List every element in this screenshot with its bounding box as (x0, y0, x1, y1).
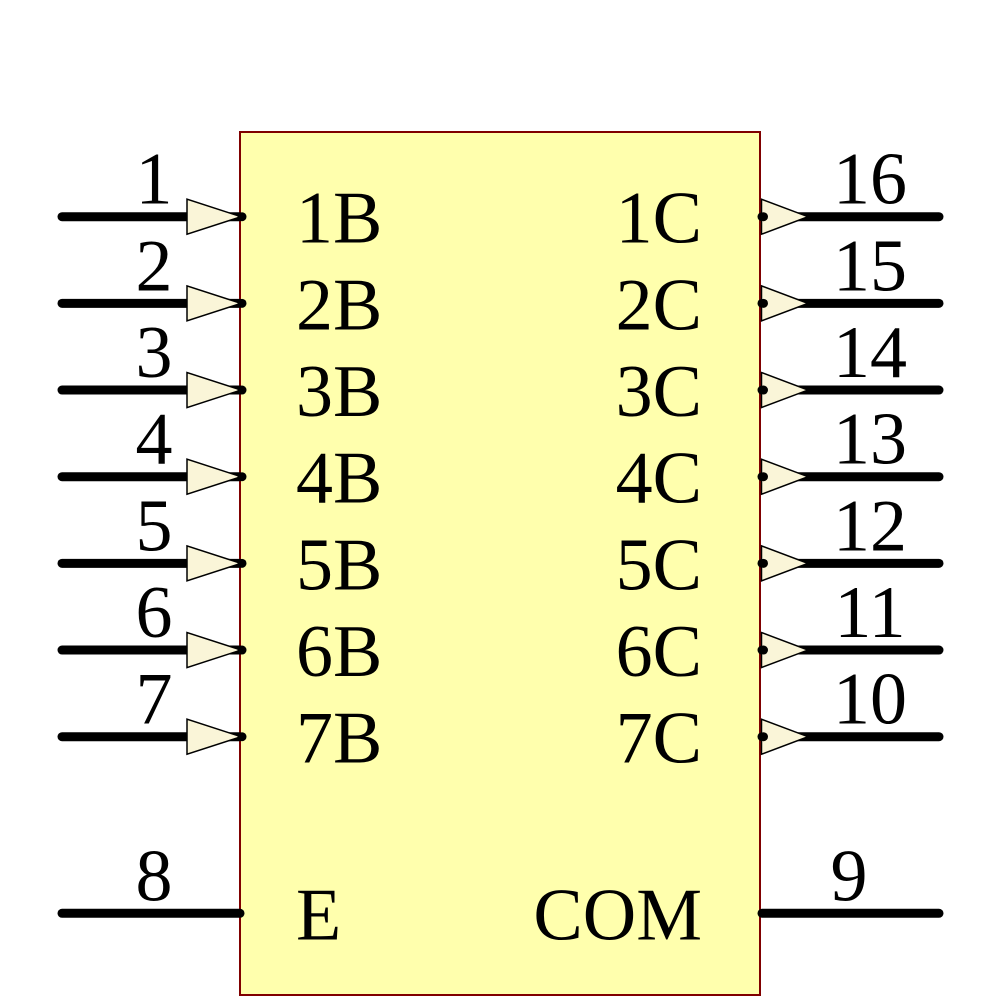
input-arrow-icon (186, 371, 244, 409)
pin-endpoint-dot (759, 385, 768, 395)
pin-endpoint-dot (759, 558, 768, 568)
pin-label: 6C (616, 611, 702, 693)
pin-label: 7C (616, 698, 702, 780)
pin-endpoint-dot (759, 212, 768, 222)
pin-label: 1B (296, 178, 382, 260)
pin-number: 10 (833, 659, 907, 741)
pin-endpoint-dot (237, 558, 247, 568)
pin-number: 7 (136, 659, 173, 741)
component-body[interactable] (239, 131, 761, 996)
pin-number: 6 (136, 572, 173, 654)
right-pin-16[interactable]: 16 1C (616, 139, 944, 260)
pin-endpoint-dot (237, 645, 247, 655)
pin-endpoint-dot (237, 385, 247, 395)
pin-label: 5B (296, 524, 382, 606)
pin-label: 2C (616, 264, 702, 346)
pin-number: 2 (136, 225, 173, 307)
pin-label: 7B (296, 698, 382, 780)
pin-number: 3 (136, 312, 173, 394)
output-arrow-icon (760, 284, 811, 322)
input-arrow-icon (186, 284, 244, 322)
pin-label: 3C (616, 351, 702, 433)
pin-endpoint-dot (237, 298, 247, 308)
pin-number: 9 (831, 835, 868, 917)
pin-label: 1C (616, 178, 702, 260)
right-pin-11[interactable]: 11 6C (616, 572, 944, 693)
pin-number: 11 (834, 572, 905, 654)
pin-number: 8 (136, 835, 173, 917)
left-pin-3[interactable]: 3 3B (57, 312, 382, 433)
output-arrow-icon (760, 718, 811, 756)
right-pin-13[interactable]: 13 4C (616, 399, 944, 520)
left-pin-4[interactable]: 4 4B (57, 399, 382, 520)
output-arrow-icon (760, 458, 811, 496)
pin-endpoint-dot (759, 732, 768, 742)
left-pin-2[interactable]: 2 2B (57, 225, 382, 346)
pin-number: 4 (136, 399, 173, 481)
output-arrow-icon (760, 198, 811, 236)
pin-label: 3B (296, 351, 382, 433)
pin-endpoint-dot (237, 472, 247, 482)
right-pin-9[interactable]: 9 COM (533, 835, 944, 956)
input-arrow-icon (186, 718, 244, 756)
left-pin-1[interactable]: 1 1B (57, 139, 382, 260)
pin-label: 6B (296, 611, 382, 693)
pin-endpoint-dot (237, 212, 247, 222)
output-arrow-icon (760, 631, 811, 669)
right-pin-14[interactable]: 14 3C (616, 312, 944, 433)
left-pin-6[interactable]: 6 6B (57, 572, 382, 693)
input-arrow-icon (186, 198, 244, 236)
output-arrow-icon (760, 371, 811, 409)
pin-endpoint-dot (759, 298, 768, 308)
input-arrow-icon (186, 458, 244, 496)
pin-number: 16 (833, 139, 907, 221)
right-pin-15[interactable]: 15 2C (616, 225, 944, 346)
pin-number: 14 (833, 312, 907, 394)
left-pin-7[interactable]: 7 7B (57, 659, 382, 780)
pin-number: 15 (833, 225, 907, 307)
pin-endpoint-dot (759, 645, 768, 655)
left-pin-5[interactable]: 5 5B (57, 485, 382, 606)
pin-label: 4B (296, 438, 382, 520)
pin-number: 1 (136, 139, 173, 221)
output-arrow-icon (760, 544, 811, 582)
right-pin-10[interactable]: 10 7C (616, 659, 944, 780)
pin-label: E (296, 874, 341, 956)
pin-number: 12 (833, 485, 907, 567)
pin-number: 13 (833, 399, 907, 481)
input-arrow-icon (186, 631, 244, 669)
pin-number: 5 (136, 485, 173, 567)
pin-endpoint-dot (759, 472, 768, 482)
pin-label: COM (533, 874, 702, 956)
pin-label: 5C (616, 524, 702, 606)
pin-endpoint-dot (237, 732, 247, 742)
input-arrow-icon (186, 544, 244, 582)
right-pin-12[interactable]: 12 5C (616, 485, 944, 606)
pin-label: 4C (616, 438, 702, 520)
pin-label: 2B (296, 264, 382, 346)
